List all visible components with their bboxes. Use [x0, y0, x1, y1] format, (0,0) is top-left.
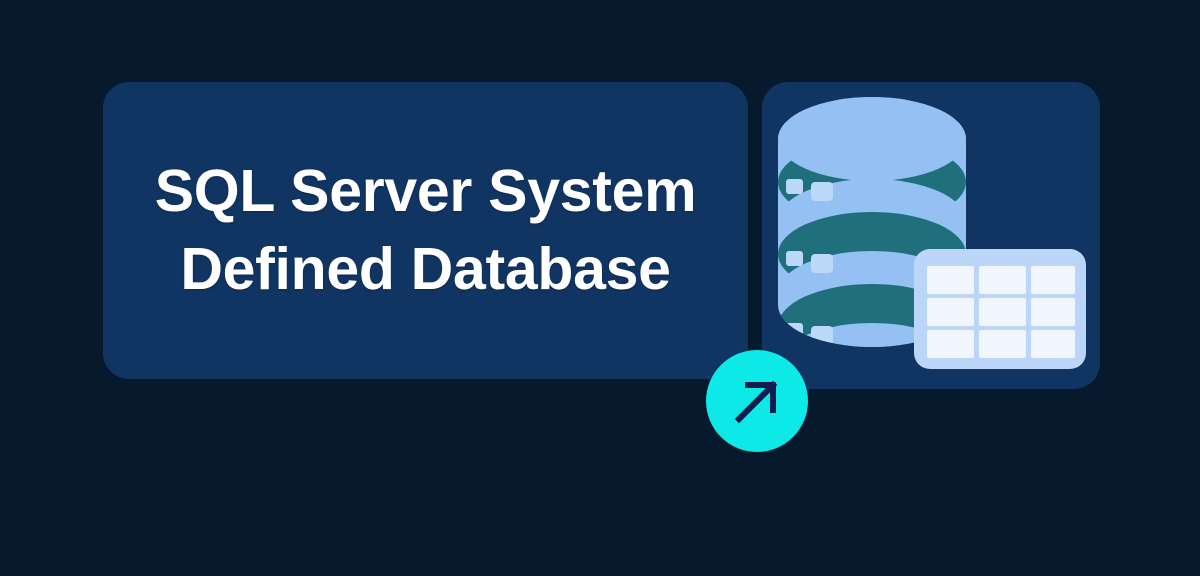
graphic-card	[762, 82, 1100, 389]
database-indicator	[811, 254, 833, 273]
database-graphic	[762, 82, 1100, 389]
table-cell	[979, 298, 1026, 326]
table-cell	[1031, 266, 1075, 294]
table-cell	[979, 330, 1026, 358]
database-indicator	[786, 251, 803, 266]
table-cell	[927, 330, 974, 358]
title-card: SQL Server System Defined Database	[103, 82, 748, 379]
data-table-icon	[914, 249, 1086, 369]
page-title: SQL Server System Defined Database	[154, 157, 697, 302]
table-cell	[1031, 298, 1075, 326]
database-indicator	[811, 182, 833, 201]
database-indicator	[786, 323, 803, 338]
database-indicator	[811, 326, 833, 345]
table-cell	[1031, 330, 1075, 358]
table-cell	[927, 266, 974, 294]
table-cell	[979, 266, 1026, 294]
database-top-disc	[778, 97, 966, 181]
arrow-up-right-badge[interactable]	[706, 350, 808, 452]
arrow-up-right-icon	[734, 380, 778, 424]
table-cell	[927, 298, 974, 326]
database-indicator	[786, 179, 803, 194]
